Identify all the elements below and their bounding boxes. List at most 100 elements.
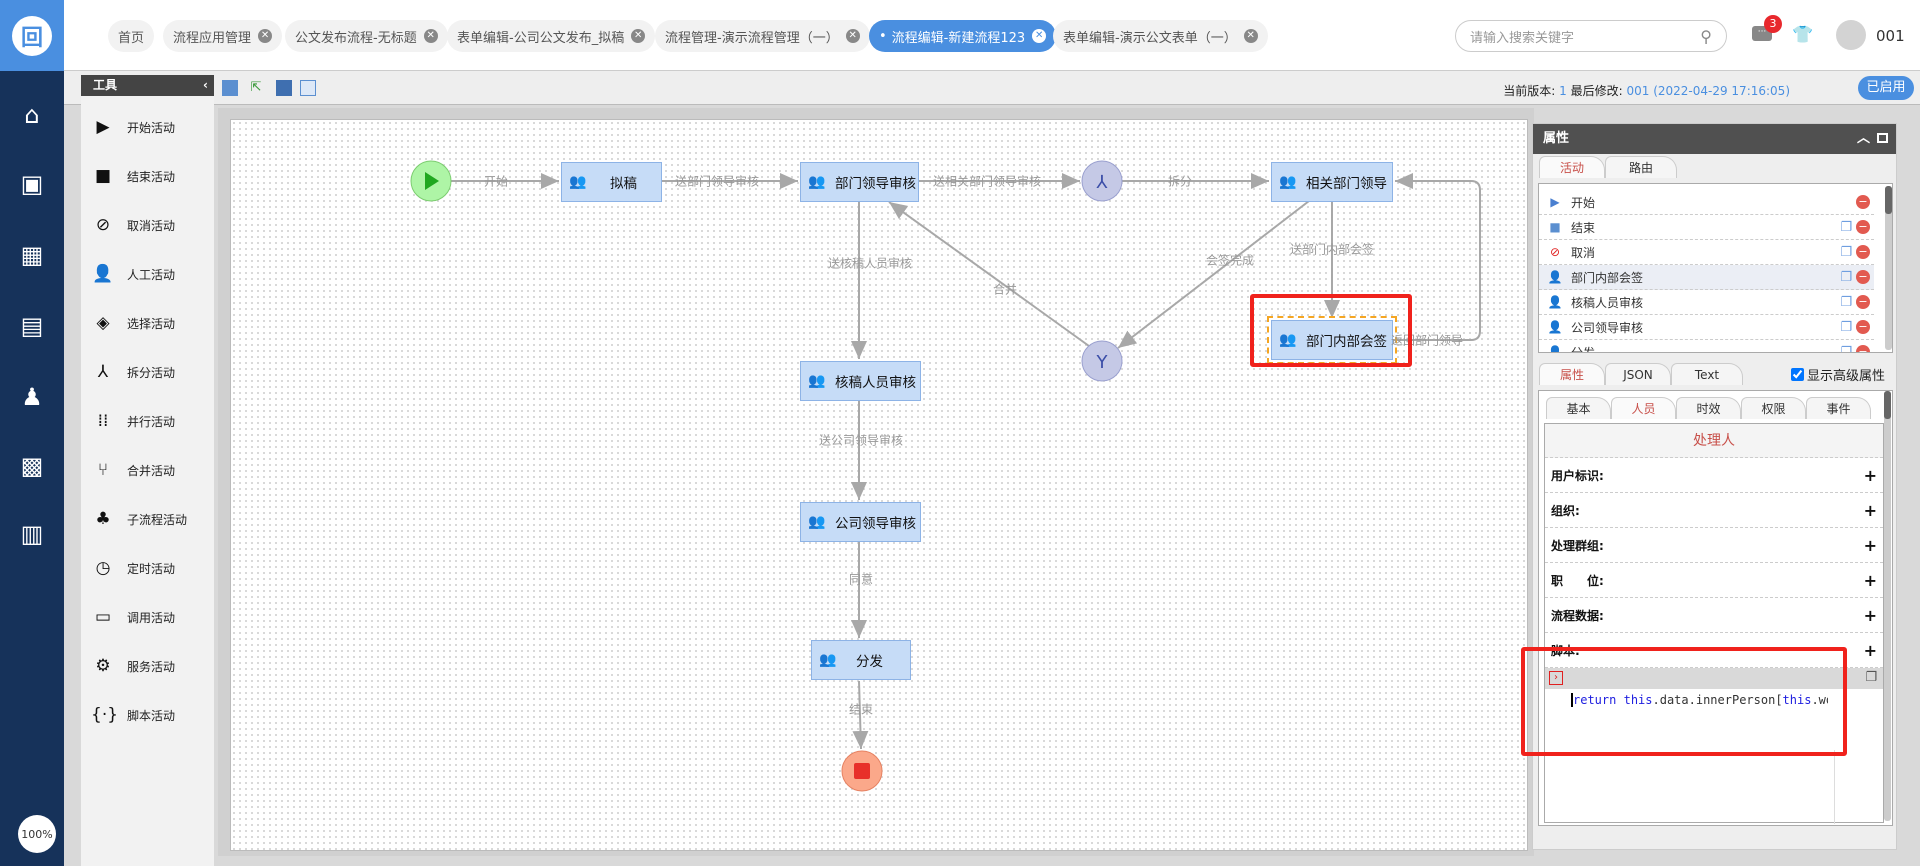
search-icon[interactable]: ⚲ bbox=[1700, 26, 1712, 46]
activity-row[interactable]: 👤部门内部会签❐− bbox=[1539, 265, 1874, 290]
edge-label[interactable]: 结束 bbox=[848, 702, 874, 717]
add-icon[interactable]: + bbox=[1863, 605, 1877, 625]
tool-item[interactable]: ♣子流程活动 bbox=[91, 504, 187, 534]
delete-icon[interactable]: − bbox=[1856, 345, 1870, 352]
subtab-2[interactable]: 时效 bbox=[1676, 397, 1741, 419]
tab-4[interactable]: 流程管理-演示流程管理（一）✕ bbox=[655, 20, 870, 52]
edge-label[interactable]: 合并 bbox=[992, 282, 1018, 297]
save-as-icon[interactable] bbox=[276, 80, 292, 96]
tool-item[interactable]: ⑂合并活动 bbox=[91, 455, 175, 485]
tool-item[interactable]: ◈选择活动 bbox=[91, 308, 175, 338]
activity-row[interactable]: ■结束❐− bbox=[1539, 215, 1874, 240]
process-monitor-icon[interactable]: ▥ bbox=[20, 520, 44, 548]
collapse-chevron-icon[interactable]: ‹ bbox=[203, 78, 208, 92]
publish-icon[interactable]: ⇱ bbox=[250, 80, 262, 95]
copy-icon[interactable]: ❐ bbox=[1840, 269, 1852, 285]
tab-json[interactable]: JSON bbox=[1605, 363, 1671, 385]
status-badge[interactable]: 已启用 bbox=[1858, 76, 1914, 100]
user-monitor-icon[interactable]: ▣ bbox=[20, 170, 44, 198]
tab-0[interactable]: 首页 bbox=[108, 20, 155, 52]
flow-canvas[interactable]: ⅄ Y 👥拟稿 👥部门领导审核 👥相关部门领导 👥部门内部会签 👥核稿人员审核 … bbox=[230, 119, 1528, 851]
tool-item[interactable]: ◷定时活动 bbox=[91, 553, 175, 583]
copy-icon[interactable]: ❐ bbox=[1840, 294, 1852, 310]
delete-icon[interactable]: − bbox=[1856, 270, 1870, 284]
close-tab-icon[interactable]: ✕ bbox=[631, 29, 646, 43]
tab-properties[interactable]: 属性 bbox=[1539, 363, 1605, 385]
tool-item[interactable]: {·}脚本活动 bbox=[91, 705, 176, 725]
search-input[interactable]: 请输入搜索关键字⚲ bbox=[1455, 20, 1727, 52]
edge-label[interactable]: 送部门内部会签 bbox=[1289, 242, 1375, 257]
advanced-checkbox[interactable]: 显示高级属性 bbox=[1791, 365, 1885, 384]
node-dispatch[interactable]: 👥分发 bbox=[811, 640, 911, 680]
add-icon[interactable]: + bbox=[1863, 465, 1877, 485]
tool-item[interactable]: ■结束活动 bbox=[91, 161, 175, 191]
node-related-leader[interactable]: 👥相关部门领导 bbox=[1271, 162, 1393, 202]
node-dept-leader[interactable]: 👥部门领导审核 bbox=[800, 162, 919, 202]
tab-activities[interactable]: 活动 bbox=[1539, 156, 1605, 178]
activity-row[interactable]: 👤核稿人员审核❐− bbox=[1539, 290, 1874, 315]
edge-label[interactable]: 送相关部门领导审核 bbox=[932, 174, 1042, 189]
activity-row[interactable]: ▶开始− bbox=[1539, 190, 1874, 215]
copy-icon[interactable]: ❐ bbox=[1840, 219, 1852, 235]
close-tab-icon[interactable]: ✕ bbox=[423, 29, 438, 43]
edge-label[interactable]: 会签完成 bbox=[1205, 253, 1255, 268]
tool-item[interactable]: ⁞⁞并行活动 bbox=[91, 406, 175, 436]
edge-label[interactable]: 开始 bbox=[483, 174, 509, 189]
node-company-leader[interactable]: 👥公司领导审核 bbox=[800, 502, 921, 542]
form-icon[interactable]: ▦ bbox=[20, 241, 44, 269]
edge-label[interactable]: 同意 bbox=[848, 572, 874, 587]
list-view-icon[interactable] bbox=[300, 80, 316, 96]
theme-shirt-icon[interactable]: 👕 bbox=[1792, 25, 1814, 45]
edge-label[interactable]: 送部门领导审核 bbox=[674, 174, 760, 189]
dashboard-icon[interactable]: ▩ bbox=[20, 452, 44, 480]
add-icon[interactable]: + bbox=[1863, 500, 1877, 520]
app-logo[interactable]: 回 bbox=[0, 0, 64, 71]
tool-item[interactable]: ⅄拆分活动 bbox=[91, 357, 175, 387]
add-icon[interactable]: + bbox=[1863, 570, 1877, 590]
tool-item[interactable]: ⚙服务活动 bbox=[91, 651, 175, 681]
activity-row[interactable]: 👤公司领导审核❐− bbox=[1539, 315, 1874, 340]
tab-2[interactable]: 公文发布流程-无标题✕ bbox=[285, 20, 448, 52]
edge-label[interactable]: 送核稿人员审核 bbox=[827, 256, 913, 271]
tab-1[interactable]: 流程应用管理✕ bbox=[163, 20, 283, 52]
edge-label[interactable]: 拆分 bbox=[1167, 174, 1193, 189]
add-icon[interactable]: + bbox=[1863, 640, 1877, 660]
subtab-1[interactable]: 人员 bbox=[1611, 397, 1676, 419]
tab-routes[interactable]: 路由 bbox=[1605, 156, 1677, 178]
activity-row[interactable]: 👤分发❐− bbox=[1539, 340, 1874, 353]
close-tab-icon[interactable]: ✕ bbox=[1243, 29, 1258, 43]
subtab-3[interactable]: 权限 bbox=[1741, 397, 1806, 419]
add-icon[interactable]: + bbox=[1863, 535, 1877, 555]
copy-icon[interactable]: ❐ bbox=[1840, 344, 1852, 353]
username[interactable]: 001 bbox=[1876, 27, 1905, 45]
node-draft[interactable]: 👥拟稿 bbox=[561, 162, 662, 202]
zoom-level[interactable]: 100% bbox=[18, 815, 56, 853]
copy-icon[interactable]: ❐ bbox=[1840, 319, 1852, 335]
user-settings-icon[interactable]: ♟ bbox=[21, 383, 43, 411]
properties-scrollbar[interactable] bbox=[1884, 391, 1891, 821]
node-inner-sign[interactable]: 👥部门内部会签 bbox=[1267, 316, 1397, 364]
node-reviewer[interactable]: 👥核稿人员审核 bbox=[800, 361, 921, 401]
tool-item[interactable]: 👤人工活动 bbox=[92, 264, 176, 284]
save-icon[interactable] bbox=[222, 80, 238, 96]
tab-6[interactable]: 表单编辑-演示公文表单（一）✕ bbox=[1053, 20, 1268, 52]
maximize-icon[interactable] bbox=[1877, 133, 1888, 143]
activity-scrollbar[interactable] bbox=[1885, 186, 1892, 350]
restore-window-icon[interactable]: ❐ bbox=[1865, 670, 1877, 685]
close-tab-icon[interactable]: ✕ bbox=[1032, 29, 1047, 43]
script-editor[interactable]: return this.data.innerPerson[this.work( bbox=[1571, 693, 1828, 707]
subtab-0[interactable]: 基本 bbox=[1546, 397, 1611, 419]
copy-icon[interactable]: ❐ bbox=[1840, 244, 1852, 260]
delete-icon[interactable]: − bbox=[1856, 245, 1870, 259]
delete-icon[interactable]: − bbox=[1856, 295, 1870, 309]
delete-icon[interactable]: − bbox=[1856, 220, 1870, 234]
activity-row[interactable]: ⊘取消❐− bbox=[1539, 240, 1874, 265]
tab-text[interactable]: Text bbox=[1671, 363, 1743, 385]
collapse-icon[interactable]: ︿ bbox=[1856, 131, 1870, 146]
tool-item[interactable]: ⊘取消活动 bbox=[91, 210, 175, 240]
tab-5[interactable]: •流程编辑-新建流程123✕ bbox=[869, 20, 1057, 52]
tool-item[interactable]: ▭调用活动 bbox=[91, 602, 175, 632]
close-tab-icon[interactable]: ✕ bbox=[258, 29, 273, 43]
home-icon[interactable]: ⌂ bbox=[24, 101, 40, 129]
run-script-icon[interactable]: › bbox=[1549, 671, 1563, 685]
